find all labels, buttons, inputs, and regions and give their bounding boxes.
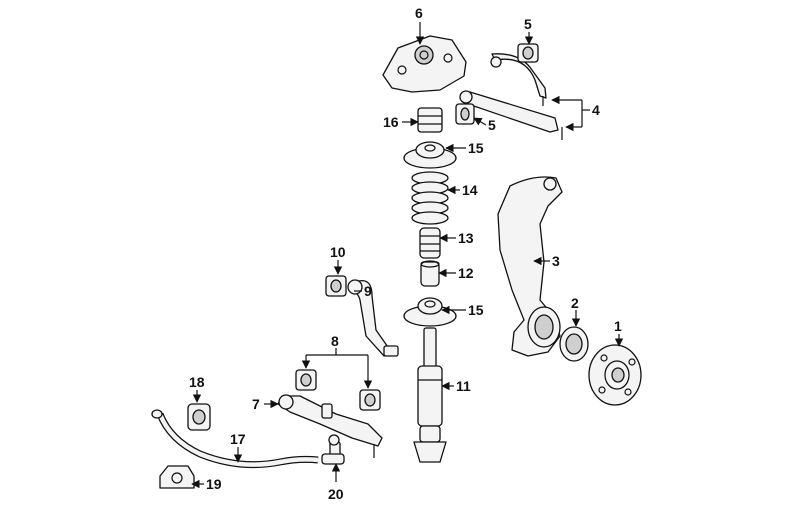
callout-2: 2 <box>571 295 579 311</box>
callout-15b: 15 <box>468 302 484 318</box>
callout-8: 8 <box>331 333 339 349</box>
callout-18: 18 <box>189 374 205 390</box>
callout-11: 11 <box>456 378 471 394</box>
callout-10: 10 <box>330 244 346 260</box>
callout-7: 7 <box>252 396 260 412</box>
callout-12: 12 <box>458 265 474 281</box>
coil-spring <box>411 171 449 225</box>
upper-spring-seat <box>403 141 457 169</box>
callout-5a: 5 <box>524 16 532 32</box>
lower-spring-seat <box>403 297 457 327</box>
callout-4: 4 <box>592 102 600 118</box>
wheel-bearing <box>559 326 589 362</box>
bump-stop <box>419 227 441 259</box>
callout-15a: 15 <box>468 140 484 156</box>
callout-16: 16 <box>383 114 399 130</box>
callout-3: 3 <box>552 253 560 269</box>
steering-knuckle <box>497 176 563 357</box>
stabilizer-link <box>321 434 345 465</box>
callout-13: 13 <box>458 230 474 246</box>
upper-arm-bushing <box>325 275 347 297</box>
leader-lines <box>191 22 624 489</box>
callout-20: 20 <box>328 486 344 502</box>
strut-cap <box>417 107 443 133</box>
wheel-hub <box>588 344 642 406</box>
dust-boot <box>420 260 440 287</box>
callout-9: 9 <box>364 283 372 299</box>
callout-1: 1 <box>614 318 622 334</box>
callout-labels: 6 5 4 5 16 15 14 13 12 15 11 3 2 1 10 9 … <box>189 5 622 502</box>
lower-control-arm <box>277 394 383 458</box>
shock-absorber <box>413 327 447 463</box>
callout-5b: 5 <box>488 117 496 133</box>
stabilizer-bar <box>151 409 319 469</box>
stabilizer-clamp <box>159 465 195 489</box>
lower-arm-bushings <box>295 369 381 411</box>
callout-17: 17 <box>230 431 246 447</box>
strut-top-mount <box>382 35 467 93</box>
callout-19: 19 <box>206 476 222 492</box>
guide-arm <box>347 279 399 357</box>
upper-control-arms <box>459 53 563 140</box>
stabilizer-bushing <box>187 403 211 431</box>
control-arm-bushing-mid <box>455 103 475 125</box>
control-arm-bushing-top <box>517 43 539 63</box>
callout-14: 14 <box>462 182 478 198</box>
leader-5b <box>473 117 487 126</box>
callout-6: 6 <box>415 5 423 21</box>
